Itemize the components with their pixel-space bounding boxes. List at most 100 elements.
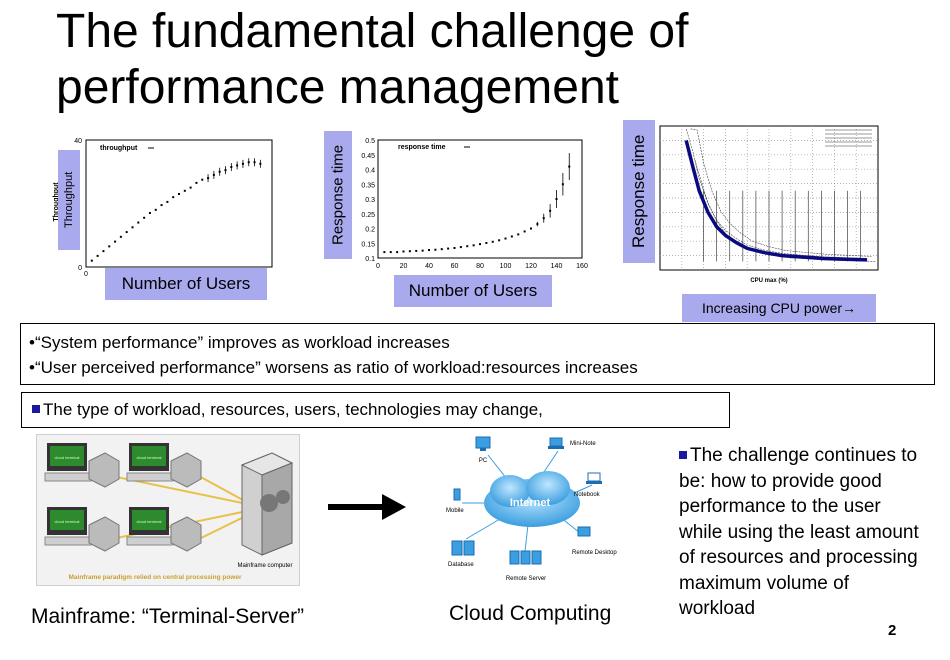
mainframe-image-caption: Mainframe paradigm relied on central pro…	[68, 574, 241, 581]
database-label: Database	[448, 562, 474, 568]
plot-frame	[85, 139, 273, 268]
y-tick-label: 0.3	[365, 197, 375, 204]
chart1-xlabel-text: Number of Users	[121, 274, 251, 293]
bullet-square-icon	[679, 451, 687, 459]
throughput-ylabel: Throughput	[58, 150, 80, 250]
chart2-xlabel: Number of Users	[394, 275, 552, 307]
y-tick-label: 0.45	[361, 153, 375, 160]
title-line-2: performance management	[56, 61, 619, 114]
change-bullet-box: The type of workload, resources, users, …	[21, 392, 730, 428]
data-point	[491, 240, 494, 243]
data-point	[517, 233, 520, 236]
mainframe-diagram-svg: cloud terminal cloud terminal cloud term…	[44, 443, 294, 581]
pc-icon: PC	[475, 436, 491, 464]
data-point	[137, 221, 140, 224]
y-tick-label: 40	[74, 138, 82, 145]
data-point	[154, 208, 157, 211]
background-series-line	[690, 128, 872, 257]
data-point	[389, 251, 392, 254]
transition-arrow	[328, 494, 408, 520]
x-tick-label: 100	[500, 263, 512, 270]
throughput-ylabel-text: Throughput	[63, 171, 75, 229]
terminal-label: cloud terminal	[55, 519, 80, 524]
challenge-text: The challenge continues to be: how to pr…	[679, 443, 929, 622]
cpu-power-chart-svg: CPU max (%)	[659, 125, 879, 284]
data-point	[172, 196, 175, 199]
notebook-icon: Notebook	[574, 472, 602, 498]
terminal-icon: cloud terminal	[126, 507, 202, 552]
terminal-icon: cloud terminal	[126, 443, 202, 488]
chart3-xlabel-text: Increasing CPU power→	[701, 300, 857, 316]
remote-server-icon: Remote Server	[506, 550, 546, 582]
y-tick-label: 0.4	[365, 168, 375, 175]
data-point	[428, 249, 430, 252]
x-tick-label: 140	[551, 263, 563, 270]
y-tick-label: 0.35	[361, 182, 375, 189]
mainframe-server-icon: Mainframe computer	[237, 452, 294, 569]
bullet-square-icon	[32, 405, 40, 413]
challenge-text-body: The challenge continues to be: how to pr…	[679, 445, 919, 619]
data-point	[523, 230, 526, 233]
page-number: 2	[888, 622, 897, 639]
data-point	[90, 259, 93, 262]
chart3-ylabel: Response time	[623, 120, 655, 263]
change-bullet: The type of workload, resources, users, …	[32, 400, 543, 420]
data-point	[189, 186, 192, 189]
x-tick-label: 160	[576, 263, 588, 270]
mini-note-label: Mini-Note	[570, 441, 596, 447]
data-point	[402, 250, 405, 253]
data-point	[131, 226, 134, 229]
data-point	[102, 250, 105, 253]
cloud-caption: Cloud Computing	[449, 602, 612, 625]
data-point	[148, 212, 151, 215]
mobile-label: Mobile	[446, 508, 464, 514]
x-tick-label: 60	[451, 263, 459, 270]
data-point	[447, 247, 450, 250]
internet-label: Internet	[510, 497, 551, 509]
data-point	[143, 216, 146, 219]
data-point	[108, 245, 111, 248]
y-tick-label: 0.25	[361, 212, 375, 219]
data-point	[479, 243, 481, 246]
data-point	[498, 239, 501, 242]
mainframe-diagram: cloud terminal cloud terminal cloud term…	[36, 434, 300, 586]
right-arrow-icon	[328, 494, 406, 520]
bullet-user-performance: •“User perceived performance” worsens as…	[29, 358, 638, 377]
data-point	[530, 227, 532, 230]
data-point	[504, 237, 507, 240]
x-tick-label: 80	[476, 263, 484, 270]
response-time-curve	[684, 139, 868, 262]
data-point	[125, 231, 128, 234]
change-bullet-text: The type of workload, resources, users, …	[43, 400, 543, 419]
y-tick-label: 0.1	[365, 256, 375, 263]
y-tick-label: 0.15	[361, 241, 375, 248]
data-point	[510, 235, 513, 238]
terminal-label: cloud terminal	[137, 455, 162, 460]
data-point	[459, 246, 462, 249]
data-point	[119, 235, 122, 238]
data-point	[434, 248, 437, 251]
mainframe-server-label: Mainframe computer	[237, 563, 292, 569]
chart3-xlabel: Increasing CPU power→	[682, 294, 876, 322]
data-point	[415, 249, 418, 252]
chart1-xlabel: Number of Users	[105, 268, 267, 300]
y-tick-label: 0.2	[365, 227, 375, 234]
y-tick-label: 0	[78, 265, 82, 272]
remote-desktop-label: Remote Desktop	[572, 550, 617, 556]
chart2-ylabel: Response time	[324, 131, 352, 259]
chart3-ylabel-text: Response time	[629, 134, 648, 249]
legend-label: response time	[398, 144, 446, 151]
data-point	[421, 249, 424, 252]
x-tick-label: 20	[400, 263, 408, 270]
data-point	[96, 254, 99, 257]
x-tick-label: 0	[376, 263, 380, 270]
notebook-label: Notebook	[574, 492, 601, 498]
terminal-icon: cloud terminal	[44, 443, 120, 488]
x-tick-label: 0	[84, 271, 88, 278]
chart2-xlabel-text: Number of Users	[408, 281, 538, 300]
data-point	[160, 204, 163, 207]
pc-label: PC	[479, 458, 488, 464]
terminal-icon: cloud terminal	[44, 507, 120, 552]
remote-desktop-icon: Remote Desktop	[572, 526, 617, 556]
